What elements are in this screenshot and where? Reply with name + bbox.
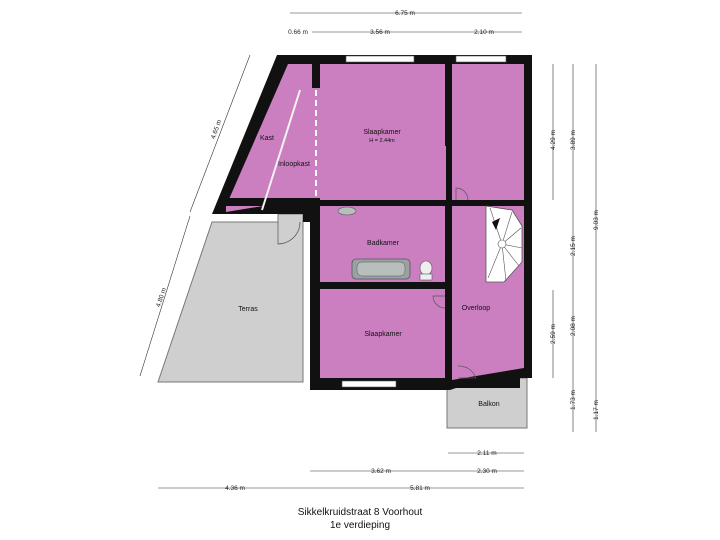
wall-kast-bottom	[226, 198, 320, 206]
dim-bottom-b: 3.62 m	[371, 468, 391, 475]
caption-address: Sikkelkruidstraat 8 Voorhout	[297, 507, 423, 518]
kast-rail	[261, 89, 301, 211]
label-overloop: Overloop	[462, 305, 491, 312]
door-slaapkamer-arc	[432, 295, 446, 309]
dim-right-c: 9.03 m	[593, 210, 600, 230]
slaapkamer-bottom-room	[320, 289, 445, 378]
door-terras-arc	[277, 221, 301, 245]
dim-right-h: 1.17 m	[593, 400, 600, 420]
sink	[337, 206, 357, 216]
terras-area	[157, 213, 304, 383]
dim-right-g: 1.73 m	[570, 390, 577, 410]
toilet	[419, 260, 433, 276]
dim-right-e: 2.59 m	[550, 324, 557, 344]
bathtub-inner	[356, 261, 406, 277]
window-bottom	[341, 380, 397, 388]
dim-top-b: 3.56 m	[370, 29, 390, 36]
dim-right-b: 3.89 m	[570, 130, 577, 150]
label-slaapkamer-bottom: Slaapkamer	[364, 331, 402, 338]
label-kast: Kast	[260, 135, 274, 142]
door-overloop-arc	[455, 187, 469, 201]
dim-line-left-lower	[139, 215, 191, 377]
dim-right-f: 2.08 m	[570, 316, 577, 336]
label-slaapkamer-top-height: H = 2.44m	[369, 138, 395, 144]
label-slaapkamer-top: Slaapkamer	[363, 129, 401, 136]
label-inloopkast: Inloopkast	[278, 161, 310, 168]
wall-slaapkamer-split	[445, 64, 452, 146]
window-top-left	[345, 55, 415, 63]
stair-arrow-icon	[492, 218, 500, 230]
stair-treads	[487, 207, 523, 282]
window-top-right	[455, 55, 507, 63]
dim-line-left-upper	[189, 54, 251, 213]
stair-core	[497, 239, 507, 249]
label-badkamer: Badkamer	[367, 240, 400, 247]
label-terras: Terras	[238, 306, 258, 313]
wall-kast-slaapkamer	[312, 64, 320, 88]
toilet-tank	[419, 273, 433, 281]
dim-top-a: 0.66 m	[288, 29, 308, 36]
slaapkamer-top-room	[320, 64, 446, 200]
dim-top-c: 2.10 m	[474, 29, 494, 36]
door-balkon-arc	[457, 365, 477, 379]
slaapkamer-top-room-east	[452, 64, 524, 200]
dim-top-total: 6.75 m	[395, 10, 415, 17]
dim-bottom-d: 4.36 m	[225, 485, 245, 492]
kast-room	[226, 64, 312, 212]
label-balkon: Balkon	[478, 401, 500, 408]
dim-right-d: 2.15 m	[570, 236, 577, 256]
dim-bottom-e: 5.81 m	[410, 485, 430, 492]
caption-floor: 1e verdieping	[329, 520, 391, 531]
dim-bottom-a: 2.11 m	[477, 450, 496, 457]
dim-left-lower: 4.80 m	[155, 287, 168, 308]
wall-mid-horizontal	[312, 200, 524, 206]
wall-badkamer-bottom	[312, 282, 452, 289]
dim-bottom-c: 2.30 m	[477, 468, 497, 475]
dim-right-a: 4.29 m	[550, 130, 557, 150]
wall-overloop-left	[445, 206, 452, 380]
